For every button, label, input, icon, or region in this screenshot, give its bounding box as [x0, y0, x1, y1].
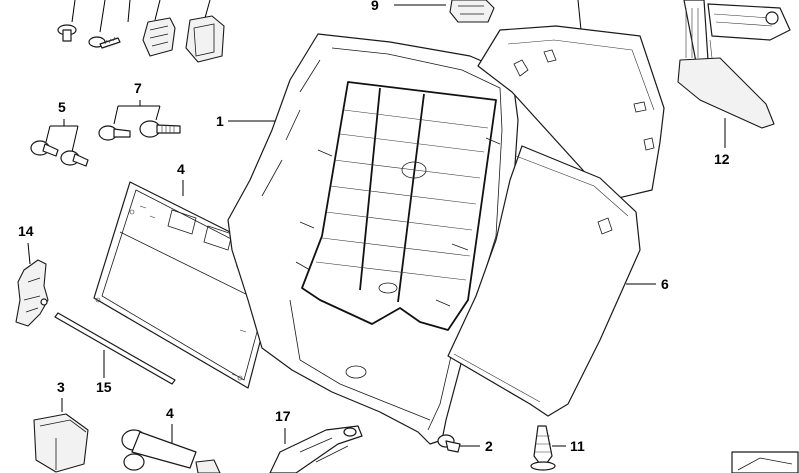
callout-group-6: 5	[30, 99, 89, 167]
callout-group-1: 1	[216, 33, 519, 445]
callout-12: 12	[714, 151, 730, 167]
callout-group-5: 4	[93, 161, 283, 389]
clip-part-a	[142, 17, 176, 57]
callout-group-7: 7	[98, 80, 181, 141]
callout-14: 14	[18, 223, 34, 239]
callout-group-2: 2	[437, 434, 493, 454]
fastener-part-2	[437, 434, 461, 453]
callout-6: 5	[58, 99, 66, 115]
callout-3: 3	[57, 379, 65, 395]
callout-group-12: 12	[677, 0, 791, 167]
callout-group-17: 17	[269, 408, 363, 473]
clip-part-10	[449, 0, 495, 23]
upper-cover-panel	[477, 0, 665, 201]
callout-group-15: 15	[54, 312, 176, 395]
seat-cover-part-9	[447, 145, 641, 417]
callout-group-14: 14	[15, 223, 49, 327]
callout-group-3: 3	[33, 379, 89, 473]
spring-grid-part	[295, 81, 501, 331]
callout-1: 1	[216, 113, 224, 129]
callout-4: 4	[166, 405, 174, 421]
callout-15: 15	[96, 379, 112, 395]
hinge-part-17	[269, 425, 363, 473]
bolt-part-b	[60, 150, 89, 167]
backrest-frame-part-1	[227, 33, 519, 445]
clip-part-b	[185, 15, 225, 63]
catalog-symbol	[731, 451, 799, 473]
push-pin-part-11	[530, 425, 556, 471]
bracket-part-12	[677, 0, 791, 129]
callout-7: 7	[134, 80, 142, 96]
push-rivet-part	[57, 24, 77, 42]
top-fastener-group	[57, 0, 225, 63]
bracket-part-14	[15, 259, 49, 327]
actuator-part-4	[121, 429, 221, 473]
callout-9: 6	[661, 276, 669, 292]
callout-11: 11	[570, 438, 585, 454]
callout-17: 17	[275, 408, 291, 424]
callout-group-9: 6	[447, 145, 669, 417]
bolt-part-c	[98, 125, 131, 141]
callout-group-11: 11	[530, 425, 585, 471]
screw-part	[88, 36, 121, 49]
callout-group-4: 4	[121, 405, 221, 473]
bolt-part-a	[30, 140, 59, 157]
callout-2: 2	[485, 438, 493, 454]
callout-10: 9	[371, 0, 379, 13]
rod-part-15	[54, 312, 176, 385]
connector-part-3	[33, 413, 89, 473]
bolt-part-d	[139, 120, 181, 138]
callout-5: 4	[177, 161, 185, 177]
callout-group-10: 9	[371, 0, 495, 23]
